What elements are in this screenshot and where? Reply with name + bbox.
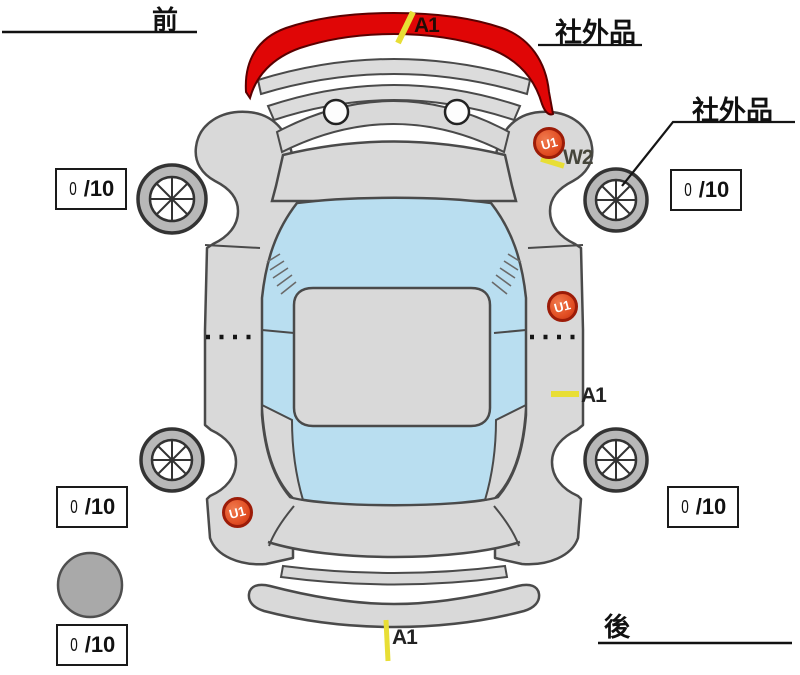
wheel-rear-right [583,427,649,493]
wheel-front-right [583,167,649,233]
aftermarket-right-leader-line [621,120,795,187]
front-bumper-yellow-slash [395,10,416,45]
damage-code-right-fender-w2: W2 [563,146,593,169]
tread-box-front-left: 0 /10 [55,168,127,210]
front-bumper-upper-band [256,58,532,96]
tread-max: /10 [698,177,730,202]
damage-code-front-bumper-a1: A1 [414,14,440,37]
tread-value: 0 [68,178,77,199]
damage-code-right-quarter-a1: A1 [581,384,607,407]
tread-max: /10 [695,494,727,519]
tread-value: 0 [69,634,78,655]
hood [270,140,518,203]
rear-label: 後 [604,612,631,642]
headlamp-washer-left [322,98,350,126]
window-division-lines [261,329,527,334]
tread-max: /10 [84,494,116,519]
tread-box-rear-right: 0 /10 [667,486,739,528]
aftermarket-label-top: 社外品 [555,18,636,48]
damage-badge-left-quarter-u1: U1 [222,497,253,528]
tread-max: /10 [84,632,116,657]
rear-deck-edge [267,540,521,559]
right-fender-yellow-tick [540,156,565,169]
rear-bumper-yellow-dash [383,619,391,662]
tread-box-front-right: 0 /10 [670,169,742,211]
damage-highlight-marks [383,10,579,662]
aftermarket-label-right: 社外品 [692,96,773,126]
a-pillar-hatching [266,253,522,295]
damage-badge-right-side-u1: U1 [547,291,578,322]
damage-badge-right-fender-u1: U1 [533,127,565,159]
damage-code-rear-bumper-a1: A1 [392,626,418,649]
wheel-front-left [136,163,208,235]
front-label: 前 [152,5,179,35]
headlamp-washer-right [443,98,471,126]
rear-bumper-upper-band [279,564,509,586]
damage-badge-text: U1 [552,297,573,316]
rear-bumper [247,583,541,629]
damage-badge-text: U1 [227,503,248,522]
tread-box-spare: 0 /10 [56,624,128,666]
c-pillar-right [483,403,528,502]
panel-seam-lines [204,244,584,547]
tread-value: 0 [683,179,692,200]
front-lip-spoiler-red [244,11,555,116]
tread-value: 0 [69,496,78,517]
tread-value: 0 [680,496,689,517]
tread-box-rear-left: 0 /10 [56,486,128,528]
damage-badge-text: U1 [539,133,559,153]
c-pillar-left [260,403,305,502]
tread-max: /10 [83,176,115,201]
wheel-rear-left [139,427,205,493]
spare-tire [56,551,124,619]
roof [292,286,492,428]
